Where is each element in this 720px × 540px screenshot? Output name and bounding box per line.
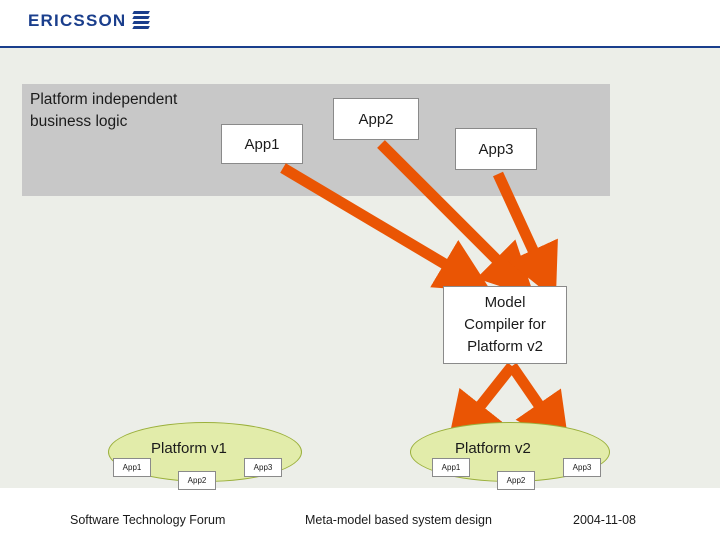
platform-v2-chip-app3: App3 (563, 458, 601, 477)
panel-title-line-1: Platform independent (30, 91, 178, 108)
brand-text: ERICSSON (28, 10, 127, 30)
app3-box: App3 (455, 128, 537, 170)
footer-background (0, 488, 720, 540)
platform-v1-chip-app1: App1 (113, 458, 151, 477)
platform-v2-chip-app1: App1 (432, 458, 470, 477)
compiler-line-3: Platform v2 (467, 338, 543, 356)
app2-box: App2 (333, 98, 419, 140)
platform-v2-chip-app2: App2 (497, 471, 535, 490)
compiler-line-1: Model (484, 293, 526, 311)
platform-v2-label: Platform v2 (455, 440, 531, 457)
business-logic-panel-title: Platform independent business logic (30, 89, 260, 134)
app1-box: App1 (221, 124, 303, 164)
platform-v1-label: Platform v1 (151, 440, 227, 457)
footer-right-text: 2004-11-08 (573, 513, 637, 527)
compiler-line-2: Compiler for (464, 315, 546, 333)
slide-header: ERICSSON (0, 0, 720, 48)
footer-left-text: Software Technology Forum (70, 513, 226, 527)
ericsson-logo: ERICSSON (28, 10, 151, 30)
model-compiler-box: Model Compiler for Platform v2 (443, 286, 567, 364)
panel-title-line-2: business logic (30, 113, 128, 131)
ericsson-bars-icon (132, 10, 151, 30)
platform-v1-chip-app3: App3 (244, 458, 282, 477)
footer-center-text: Meta-model based system design (305, 513, 492, 527)
platform-v1-chip-app2: App2 (178, 471, 216, 490)
